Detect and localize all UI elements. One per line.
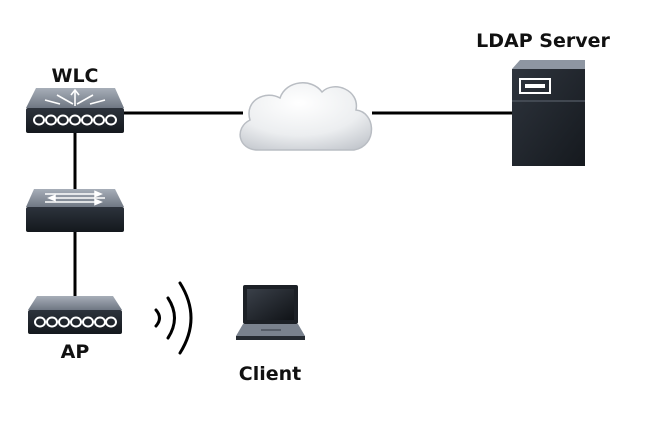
wireless-signal-icon [154, 281, 193, 355]
client-label: Client [239, 363, 301, 385]
switch-icon [26, 189, 124, 232]
wlc-router-icon [26, 88, 124, 133]
server-icon [512, 60, 585, 166]
cloud-icon [239, 82, 373, 151]
wlc-label: WLC [51, 65, 98, 87]
ldap-server-label: LDAP Server [476, 30, 610, 52]
links [73, 111, 512, 296]
access-point-icon [28, 296, 122, 334]
ap-label: AP [61, 341, 90, 363]
laptop-icon [236, 285, 305, 340]
